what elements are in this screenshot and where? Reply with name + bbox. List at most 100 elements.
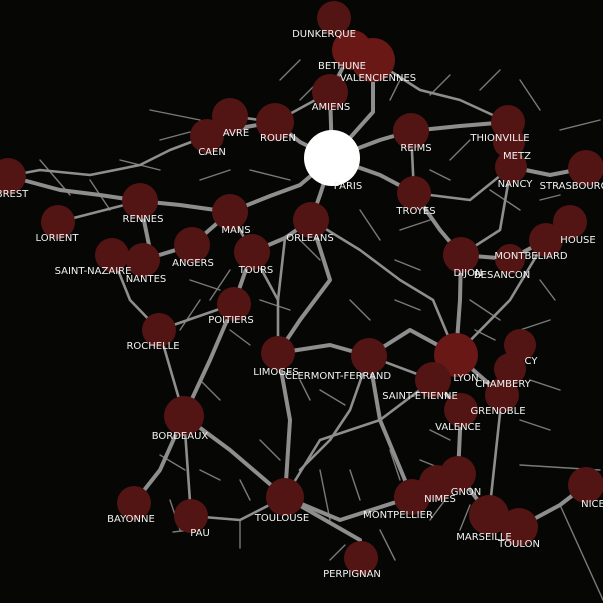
city-label-tours: TOURS xyxy=(238,265,274,276)
city-marker-bayonne[interactable] xyxy=(117,486,151,520)
city-marker-dunkerque[interactable] xyxy=(317,1,351,35)
city-marker-chambery[interactable] xyxy=(494,353,526,385)
road-segment xyxy=(379,529,396,561)
city-label-angers: ANGERS xyxy=(172,258,214,269)
city-marker-clermont-ferrand[interactable] xyxy=(351,338,387,374)
city-marker-marseille[interactable] xyxy=(469,495,509,535)
city-marker-rouen[interactable] xyxy=(256,103,294,141)
city-marker-lorient[interactable] xyxy=(41,205,75,239)
city-label-le-havre: AVRE xyxy=(223,128,249,139)
city-marker-limoges[interactable] xyxy=(261,336,295,370)
road-segment xyxy=(519,419,551,431)
city-marker-angers[interactable] xyxy=(174,227,210,263)
road-segment xyxy=(249,169,291,181)
city-marker-orleans[interactable] xyxy=(293,202,329,238)
road-segment xyxy=(276,236,287,302)
city-label-metz: METZ xyxy=(503,151,531,162)
city-label-nancy: NANCY xyxy=(498,179,534,190)
city-label-orleans: ORLEANS xyxy=(286,233,333,244)
road-segment xyxy=(389,79,401,101)
city-label-chambery: CHAMBERY xyxy=(475,379,531,390)
city-label-dunkerque: DUNKERQUE xyxy=(292,29,356,40)
road-segment xyxy=(199,379,221,401)
road-segment xyxy=(329,544,346,561)
city-nodes xyxy=(0,1,603,575)
city-label-le-mans: MANS xyxy=(221,225,250,236)
city-label-toulon: TOULON xyxy=(497,539,540,550)
city-label-limoges: LIMOGES xyxy=(253,367,298,378)
city-label-lyon: LYON xyxy=(453,373,478,384)
city-label-pau: PAU xyxy=(190,528,210,539)
road-segment xyxy=(319,389,346,406)
city-label-bayonne: BAYONNE xyxy=(107,514,155,525)
road-segment xyxy=(259,439,281,461)
city-marker-valence[interactable] xyxy=(444,393,478,427)
city-label-avignon: GNON xyxy=(451,487,482,498)
road-segment xyxy=(6,174,232,214)
city-marker-nantes[interactable] xyxy=(126,243,160,277)
road-segment xyxy=(279,59,301,81)
city-marker-troyes[interactable] xyxy=(397,176,431,210)
city-label-marseille: MARSEILLE xyxy=(456,532,512,543)
city-label-toulouse: TOULOUSE xyxy=(254,513,309,524)
city-marker-pau[interactable] xyxy=(174,499,208,533)
city-marker-besancon[interactable] xyxy=(495,244,525,274)
road-segment xyxy=(394,299,421,311)
road-segment xyxy=(299,239,321,261)
city-marker-saint-nazaire[interactable] xyxy=(95,238,129,272)
city-label-saint-etienne: SAINT-ETIENNE xyxy=(382,391,458,402)
road-segment xyxy=(559,119,601,131)
road-segment xyxy=(539,194,561,201)
city-marker-reims[interactable] xyxy=(393,113,429,149)
city-marker-amiens[interactable] xyxy=(312,74,348,110)
city-marker-le-havre[interactable] xyxy=(212,98,248,134)
road-segment xyxy=(259,299,291,311)
road-segment xyxy=(429,74,451,96)
city-marker-grenoble[interactable] xyxy=(485,378,519,412)
city-marker-la-rochelle[interactable] xyxy=(142,313,176,347)
city-marker-montbeliard[interactable] xyxy=(529,223,563,257)
city-marker-nice[interactable] xyxy=(568,467,603,503)
city-marker-avignon[interactable] xyxy=(440,456,476,492)
city-marker-dijon[interactable] xyxy=(443,237,479,273)
road-segment xyxy=(298,354,371,472)
city-marker-brest[interactable] xyxy=(0,158,26,194)
city-marker-saint-etienne[interactable] xyxy=(415,362,451,398)
city-label-bethune: BETHUNE xyxy=(318,61,366,72)
city-label-montpellier: MONTPELLIER xyxy=(363,510,433,521)
city-marker-toulouse[interactable] xyxy=(266,478,304,516)
city-marker-bordeaux[interactable] xyxy=(164,396,204,436)
city-marker-metz[interactable] xyxy=(493,126,525,158)
city-label-montbeliard: MONTBELIARD xyxy=(494,251,568,262)
city-marker-mulhouse[interactable] xyxy=(553,205,587,239)
city-marker-toulon[interactable] xyxy=(500,508,538,546)
city-label-grenoble: GRENOBLE xyxy=(470,406,525,417)
city-marker-lyon[interactable] xyxy=(434,333,478,377)
road-segment xyxy=(394,259,421,271)
road-segment xyxy=(429,499,446,521)
city-marker-nancy[interactable] xyxy=(495,151,527,183)
road-segment xyxy=(389,449,401,481)
city-label-paris: PARIS xyxy=(334,181,362,192)
city-marker-tours[interactable] xyxy=(234,234,270,270)
city-marker-perpignan[interactable] xyxy=(344,541,378,575)
city-marker-strasbourg[interactable] xyxy=(568,150,603,186)
city-label-rennes: RENNES xyxy=(123,214,164,225)
city-label-dijon: DIJON xyxy=(454,268,483,279)
road-segment xyxy=(449,139,471,161)
city-marker-rennes[interactable] xyxy=(122,183,158,219)
city-label-perpignan: PERPIGNAN xyxy=(323,569,381,580)
city-marker-paris[interactable] xyxy=(304,130,360,186)
city-marker-caen[interactable] xyxy=(190,119,224,153)
city-marker-poitiers[interactable] xyxy=(217,287,251,321)
road-segment xyxy=(159,131,191,141)
road-segment xyxy=(349,469,361,501)
city-marker-annecy[interactable] xyxy=(504,329,536,361)
city-label-rouen: ROUEN xyxy=(260,133,296,144)
city-label-nimes: NIMES xyxy=(424,494,456,505)
city-marker-le-mans[interactable] xyxy=(212,194,248,230)
road-segment xyxy=(299,379,311,401)
road-segment xyxy=(189,279,221,291)
city-marker-valenciennes[interactable] xyxy=(351,38,395,82)
